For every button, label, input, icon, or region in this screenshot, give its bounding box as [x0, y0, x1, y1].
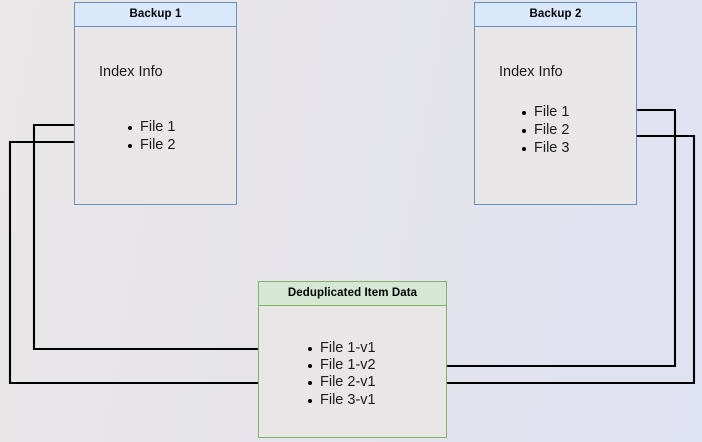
backup2-node[interactable]: Backup 2 Index Info File 1 File 2 File 3: [474, 2, 637, 205]
backup2-body: Index Info File 1 File 2 File 3: [475, 27, 636, 204]
dedup-title: Deduplicated Item Data: [259, 282, 446, 306]
dedup-body: File 1-v1 File 1-v2 File 2-v1 File 3-v1: [259, 306, 446, 437]
backup1-title: Backup 1: [75, 3, 236, 27]
connector-backup2-file2-to-file2v1: [390, 134, 696, 391]
list-item[interactable]: File 1: [520, 104, 569, 121]
backup1-body: Index Info File 1 File 2: [75, 27, 236, 204]
backup2-index-label: Index Info: [499, 64, 563, 80]
connector-backup1-file2-to-file2v1: [8, 140, 300, 391]
backup1-node[interactable]: Backup 1 Index Info File 1 File 2: [74, 2, 237, 205]
list-item[interactable]: File 3-v1: [306, 392, 376, 409]
list-item[interactable]: File 1-v2: [306, 357, 376, 374]
list-item[interactable]: File 2: [126, 137, 175, 154]
list-item[interactable]: File 2: [520, 122, 569, 139]
dedup-item-list: File 1-v1 File 1-v2 File 2-v1 File 3-v1: [306, 340, 376, 409]
list-item[interactable]: File 1-v1: [306, 340, 376, 357]
list-item[interactable]: File 3: [520, 140, 569, 157]
list-item[interactable]: File 2-v1: [306, 374, 376, 391]
backup2-title: Backup 2: [475, 3, 636, 27]
backup1-index-label: Index Info: [99, 64, 163, 80]
dedup-node[interactable]: Deduplicated Item Data File 1-v1 File 1-…: [258, 281, 447, 438]
list-item[interactable]: File 1: [126, 119, 175, 136]
backup1-file-list: File 1 File 2: [126, 119, 175, 155]
backup2-file-list: File 1 File 2 File 3: [520, 104, 569, 158]
connector-backup2-file1-to-file1v2: [390, 108, 677, 374]
